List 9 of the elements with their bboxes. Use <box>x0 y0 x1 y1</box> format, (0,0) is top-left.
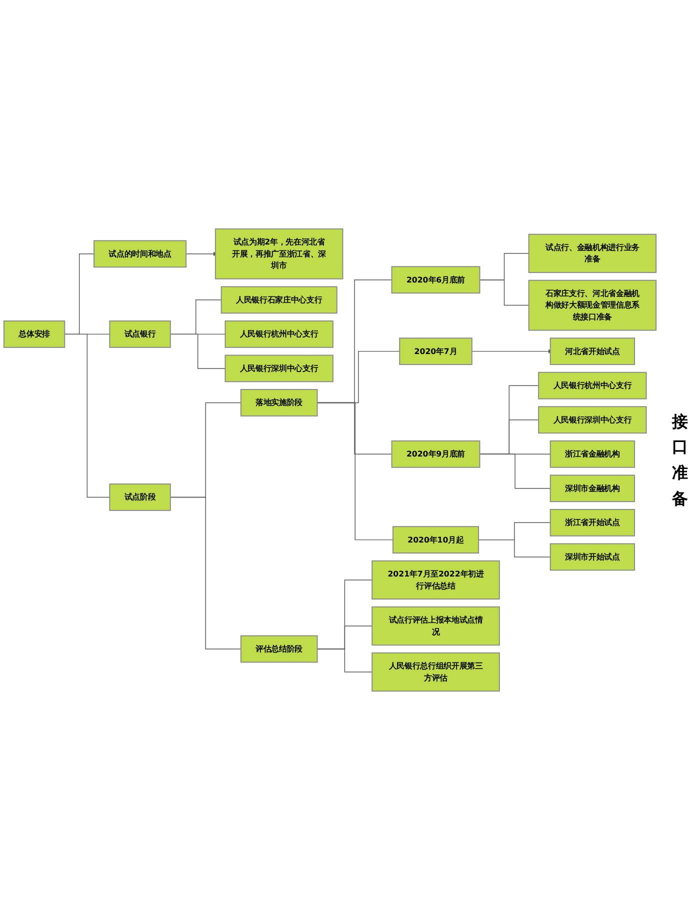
connector <box>316 648 372 672</box>
connector <box>316 402 394 540</box>
connector <box>170 496 242 650</box>
connector <box>64 334 110 498</box>
connector <box>170 334 226 369</box>
connector <box>479 279 530 306</box>
connector <box>478 539 551 558</box>
connector <box>479 454 551 489</box>
bracket-note: 接口准备 <box>671 410 689 510</box>
